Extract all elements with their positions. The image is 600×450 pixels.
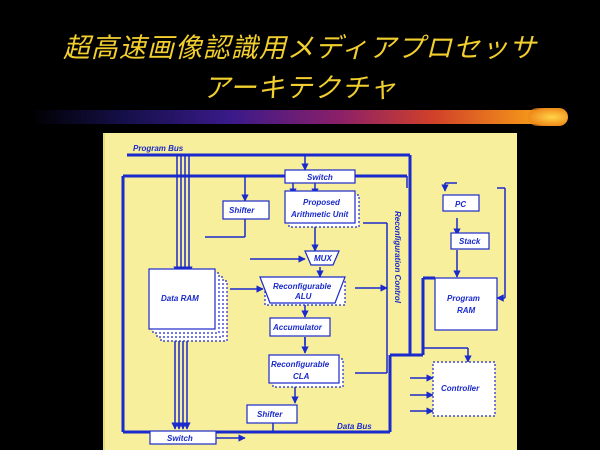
accumulator-label: Accumulator: [272, 323, 323, 332]
switch-top-box: [284, 169, 356, 184]
accumulator-box: [269, 317, 331, 337]
controller-label: Controller: [441, 384, 480, 393]
shifter-bottom-box: [246, 404, 298, 424]
reconfig-alu-box: [259, 276, 346, 304]
comet-divider: [30, 110, 560, 124]
mux-box: [304, 250, 340, 266]
switch-bottom-label: Switch: [167, 434, 193, 443]
shifter-top-label: Shifter: [229, 206, 255, 215]
switch-top-label: Switch: [307, 173, 333, 182]
switch-bottom-box: [149, 430, 217, 445]
reconfig-cla-label-2: CLA: [293, 372, 310, 381]
program-ram-label-1: Program: [447, 294, 480, 303]
controller-box: [432, 361, 496, 417]
stack-label: Stack: [459, 237, 481, 246]
program-bus-label: Program Bus: [133, 144, 184, 153]
program-ram-box: [434, 277, 498, 331]
proposed-au-box: [284, 190, 356, 224]
slide-title-line2: アーキテクチャ: [202, 73, 398, 104]
proposed-au-label-1: Proposed: [303, 198, 341, 207]
data-ram-label: Data RAM: [161, 294, 199, 303]
reconfig-alu-label-2: ALU: [294, 292, 312, 301]
data-bus-label: Data Bus: [337, 422, 372, 431]
reconfig-alu-label-1: Reconfigurable: [273, 282, 332, 291]
shifter-bottom-label: Shifter: [257, 410, 283, 419]
pc-label: PC: [455, 200, 466, 209]
shifter-top-box: [222, 200, 270, 220]
program-ram-label-2: RAM: [457, 306, 476, 315]
reconfiguration-control-label: Reconfiguration Control: [393, 211, 402, 304]
comet-head: [528, 108, 568, 126]
mux-label: MUX: [314, 254, 332, 263]
stack-box: [450, 232, 490, 250]
architecture-diagram: Program Bus Data Bus Switch Shifter Prop…: [103, 133, 517, 450]
pc-box: [442, 194, 480, 212]
slide-title-line1: 超高速画像認識用メディアプロセッサ: [62, 33, 538, 64]
reconfig-cla-box: [268, 354, 340, 384]
proposed-au-label-2: Arithmetic Unit: [290, 210, 349, 219]
data-ram-box: [148, 268, 216, 330]
reconfig-cla-label-1: Reconfigurable: [271, 360, 330, 369]
